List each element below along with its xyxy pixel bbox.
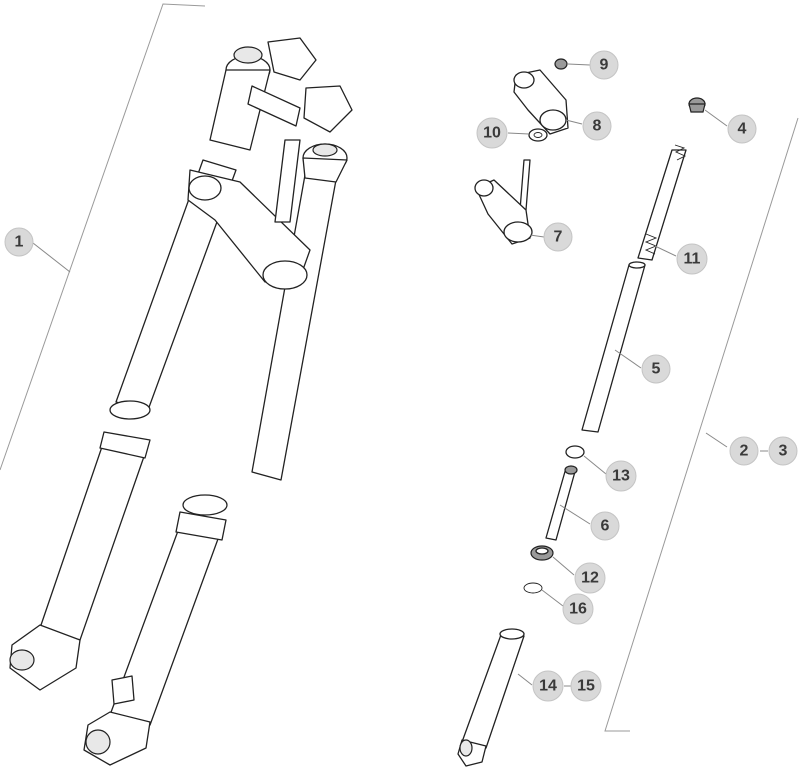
svg-text:6: 6 (601, 518, 610, 535)
fork-assembly (9, 37, 353, 766)
callout-15: 15 (570, 670, 602, 702)
svg-text:14: 14 (539, 678, 557, 695)
svg-text:1: 1 (15, 234, 24, 251)
part-16-clip (523, 582, 543, 594)
callout-12: 12 (574, 562, 606, 594)
callout-1: 1 (4, 227, 34, 257)
callout-9: 9 (589, 50, 619, 80)
callout-8: 8 (582, 111, 612, 141)
callout-14: 14 (532, 670, 564, 702)
part-4-fork-cap (688, 97, 706, 113)
callout-16: 16 (562, 593, 594, 625)
svg-text:4: 4 (738, 121, 747, 138)
callout-3: 3 (768, 436, 798, 466)
part-9-nut (554, 58, 568, 70)
svg-text:13: 13 (612, 468, 630, 485)
leader-1 (32, 242, 71, 273)
svg-text:16: 16 (569, 601, 587, 618)
assembly-2-3-bracket (604, 117, 799, 732)
callout-6: 6 (590, 511, 620, 541)
part-13-bushing (565, 445, 585, 459)
callout-10: 10 (476, 117, 508, 149)
leader-lines (507, 63, 768, 687)
part-7-lower-clamp (474, 159, 533, 245)
svg-text:8: 8 (593, 118, 602, 135)
part-8-upper-clamp (513, 69, 569, 135)
svg-text:9: 9 (600, 57, 609, 74)
part-14-15-slider (457, 628, 525, 767)
svg-text:15: 15 (577, 678, 595, 695)
leader-2 (705, 432, 728, 448)
part-6-damper-rod (545, 465, 578, 541)
svg-text:12: 12 (581, 570, 599, 587)
part-12-seal (530, 545, 554, 561)
part-10-washer (528, 128, 548, 142)
svg-text:2: 2 (740, 443, 749, 460)
callout-4: 4 (727, 114, 757, 144)
callout-11: 11 (676, 243, 708, 275)
svg-text:5: 5 (652, 361, 661, 378)
callout-5: 5 (641, 354, 671, 384)
callout-7: 7 (543, 222, 573, 252)
svg-text:7: 7 (554, 229, 563, 246)
assembly-1-bracket (0, 3, 206, 471)
svg-text:10: 10 (483, 125, 501, 142)
svg-text:3: 3 (779, 443, 788, 460)
svg-text:11: 11 (684, 251, 701, 268)
part-11-spring (637, 144, 687, 261)
callout-13: 13 (605, 460, 637, 492)
callout-2: 2 (729, 436, 759, 466)
part-5-inner-tube (581, 261, 646, 433)
